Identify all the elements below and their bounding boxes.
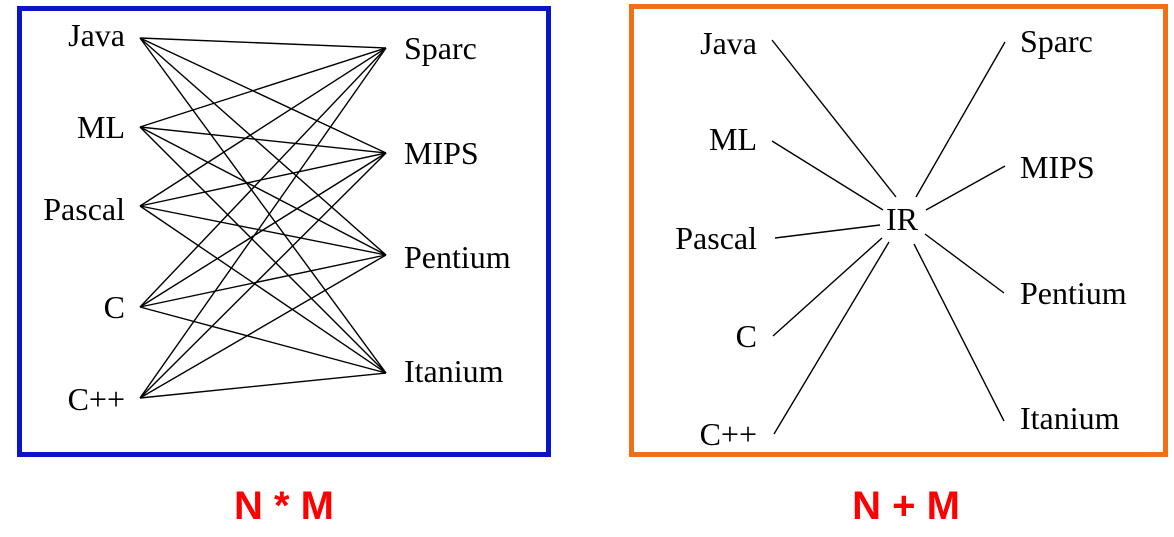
edge-java-to-sparc [139,37,387,49]
left-source-pascal: Pascal [43,191,125,227]
edge-cpp-to-pentium [139,254,387,399]
spoke-c-to-ir [772,237,883,337]
edge-cpp-to-sparc [139,47,387,399]
edge-cpp-to-mips [139,152,387,399]
right-source-cpp: C++ [699,416,757,452]
left-target-sparc: Sparc [404,30,477,66]
left-target-pentium: Pentium [404,239,511,275]
right-target-mips: MIPS [1020,149,1095,185]
edge-c-to-pentium [139,254,387,308]
n-plus-m-diagram-frame [629,4,1168,457]
right-target-itanium: Itanium [1020,400,1120,436]
left-source-c: C [103,289,125,325]
edge-c-to-sparc [139,47,387,308]
edge-ml-to-mips [139,126,387,154]
right-source-pascal: Pascal [675,220,757,256]
edge-c-to-mips [139,152,387,308]
left-target-itanium: Itanium [404,353,504,389]
right-target-sparc: Sparc [1020,23,1093,59]
spoke-ir-to-pentium [924,233,1005,294]
spoke-java-to-ir [771,39,897,198]
spoke-ir-to-sparc [915,41,1006,198]
edge-pascal-to-sparc [139,47,387,207]
spoke-ir-to-itanium [913,243,1005,422]
spoke-cpp-to-ir [773,241,890,435]
right-source-java: Java [700,25,757,61]
left-source-ml: ML [77,109,125,145]
spoke-ml-to-ir [771,140,884,211]
edge-ml-to-pentium [139,126,387,256]
n-plus-m-caption: N + M [852,484,960,528]
n-times-m-diagram-frame [17,6,551,457]
n-times-m-caption: N * M [234,484,334,528]
edge-pascal-to-itanium [139,205,387,374]
left-source-java: Java [68,17,125,53]
ir-hub-label: IR [886,201,918,237]
right-source-ml: ML [709,121,757,157]
edge-ml-to-itanium [139,126,387,374]
right-source-c: C [735,318,757,354]
edge-java-to-pentium [139,37,387,256]
edge-pascal-to-mips [139,152,387,207]
right-target-pentium: Pentium [1020,275,1127,311]
edge-ml-to-sparc [139,47,387,128]
edge-cpp-to-itanium [139,372,387,399]
edge-c-to-itanium [139,306,387,374]
edge-java-to-mips [139,37,387,154]
spoke-ir-to-mips [925,165,1006,211]
edge-java-to-itanium [139,37,387,374]
left-target-mips: MIPS [404,135,479,171]
spoke-pascal-to-ir [774,224,881,239]
left-source-cpp: C++ [67,381,125,417]
